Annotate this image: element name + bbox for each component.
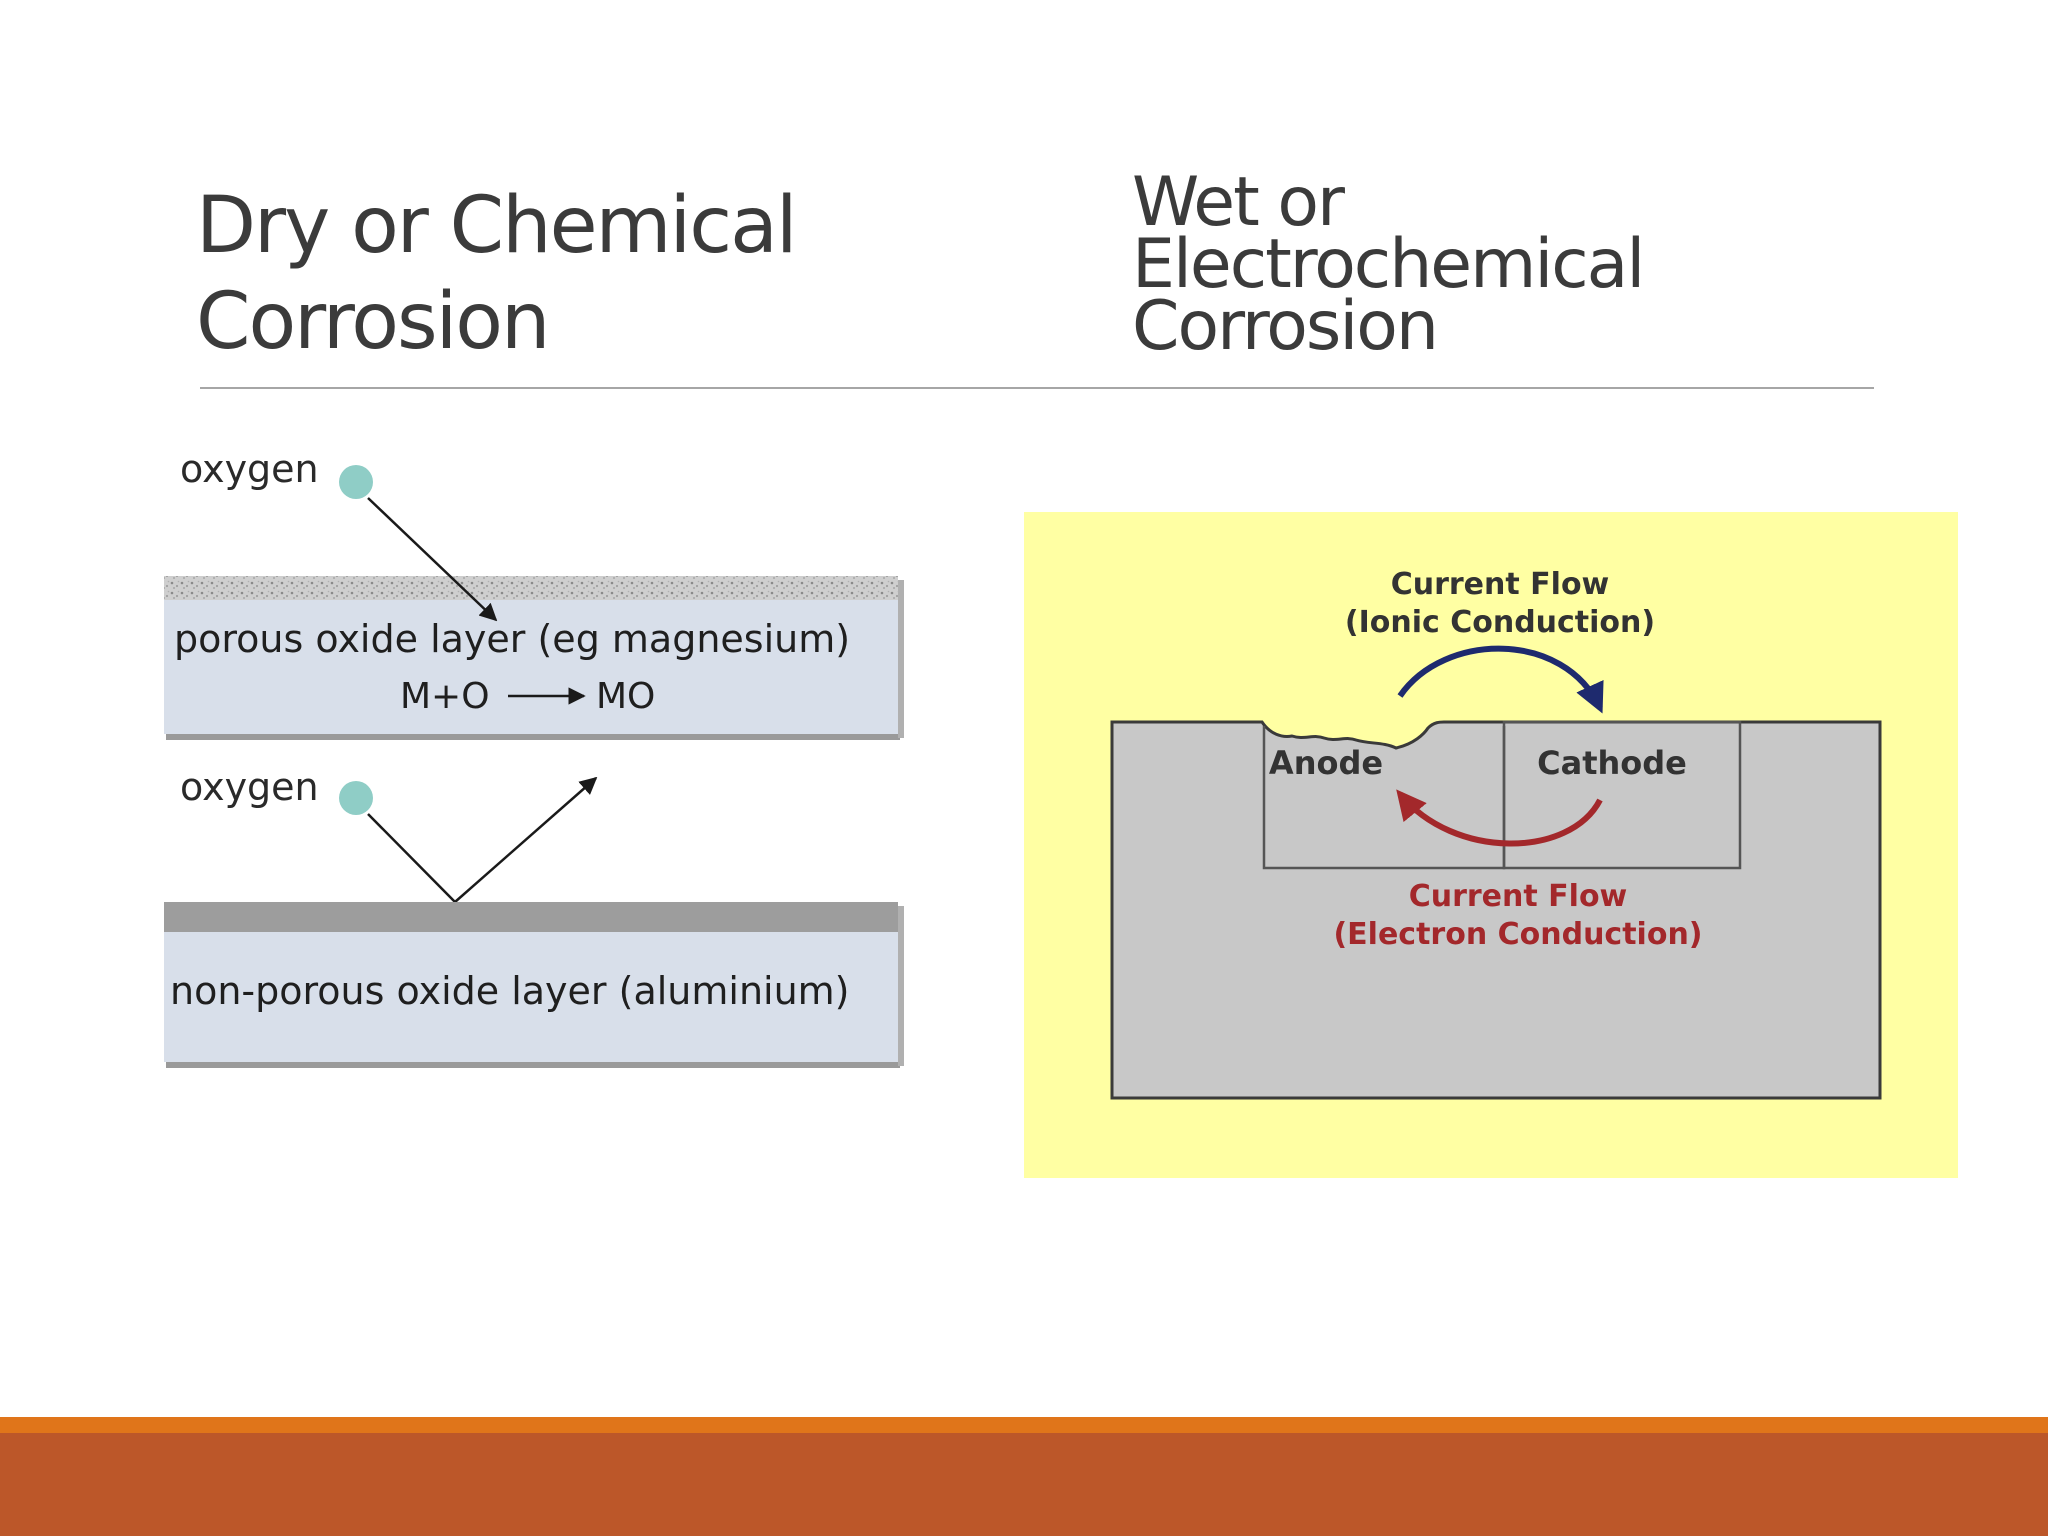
anode-label: Anode	[1269, 744, 1383, 782]
oxygen-label-top: oxygen	[180, 447, 319, 491]
dry-corrosion-diagram: oxygen porous oxide layer (eg magnesium)…	[150, 440, 910, 1100]
nonporous-layer-shadow	[166, 1062, 900, 1068]
title-divider	[200, 387, 1874, 389]
right-title-line-1: Wet or	[1132, 163, 1345, 242]
right-title: Wet or Electrochemical Corrosion	[1132, 163, 1645, 366]
left-title-line-1: Dry or Chemical	[196, 181, 798, 271]
oxygen-penetration-arrow	[367, 497, 498, 622]
left-title-line-2: Corrosion	[196, 277, 550, 367]
wet-corrosion-svg: Anode Cathode Current Flow (Ionic Conduc…	[1024, 512, 1958, 1178]
wet-corrosion-diagram: Anode Cathode Current Flow (Ionic Conduc…	[1024, 512, 1958, 1178]
electron-flow-title: Current Flow	[1409, 879, 1628, 914]
right-title-line-2: Electrochemical	[1132, 225, 1645, 304]
footer-accent-bar	[0, 1417, 2048, 1433]
footer-band	[0, 1433, 2048, 1536]
oxygen-reflected-arrow	[454, 776, 598, 903]
ionic-flow-title: Current Flow	[1391, 567, 1610, 602]
oxygen-incoming-arrow	[367, 813, 456, 903]
porous-layer-side-shadow	[898, 580, 904, 738]
oxygen-molecule-top	[339, 465, 373, 499]
electron-current-arrow	[1396, 789, 1603, 847]
equation-reactants: M+O	[400, 676, 490, 717]
porous-layer-label: porous oxide layer (eg magnesium)	[174, 617, 850, 661]
nonporous-oxide-layer	[164, 932, 898, 1062]
nonporous-layer-label: non-porous oxide layer (aluminium)	[170, 969, 850, 1013]
porous-oxide-layer	[164, 600, 898, 734]
left-title: Dry or Chemical Corrosion	[196, 178, 798, 370]
porous-layer-shadow	[166, 734, 900, 740]
ionic-current-arrow	[1397, 645, 1604, 714]
oxygen-molecule-bottom	[339, 781, 373, 815]
nonporous-layer-side-shadow	[898, 906, 904, 1066]
nonporous-oxide-film	[164, 902, 898, 932]
dry-corrosion-svg: oxygen porous oxide layer (eg magnesium)…	[164, 447, 904, 1068]
electron-flow-subtitle: (Electron Conduction)	[1333, 917, 1702, 952]
metal-block	[1110, 720, 1882, 1100]
cathode-cell	[1502, 720, 1742, 870]
right-title-line-3: Corrosion	[1132, 287, 1439, 366]
ionic-flow-subtitle: (Ionic Conduction)	[1345, 605, 1655, 640]
equation-product: MO	[596, 676, 655, 717]
cathode-label: Cathode	[1537, 744, 1687, 782]
oxygen-label-bottom: oxygen	[180, 765, 319, 809]
